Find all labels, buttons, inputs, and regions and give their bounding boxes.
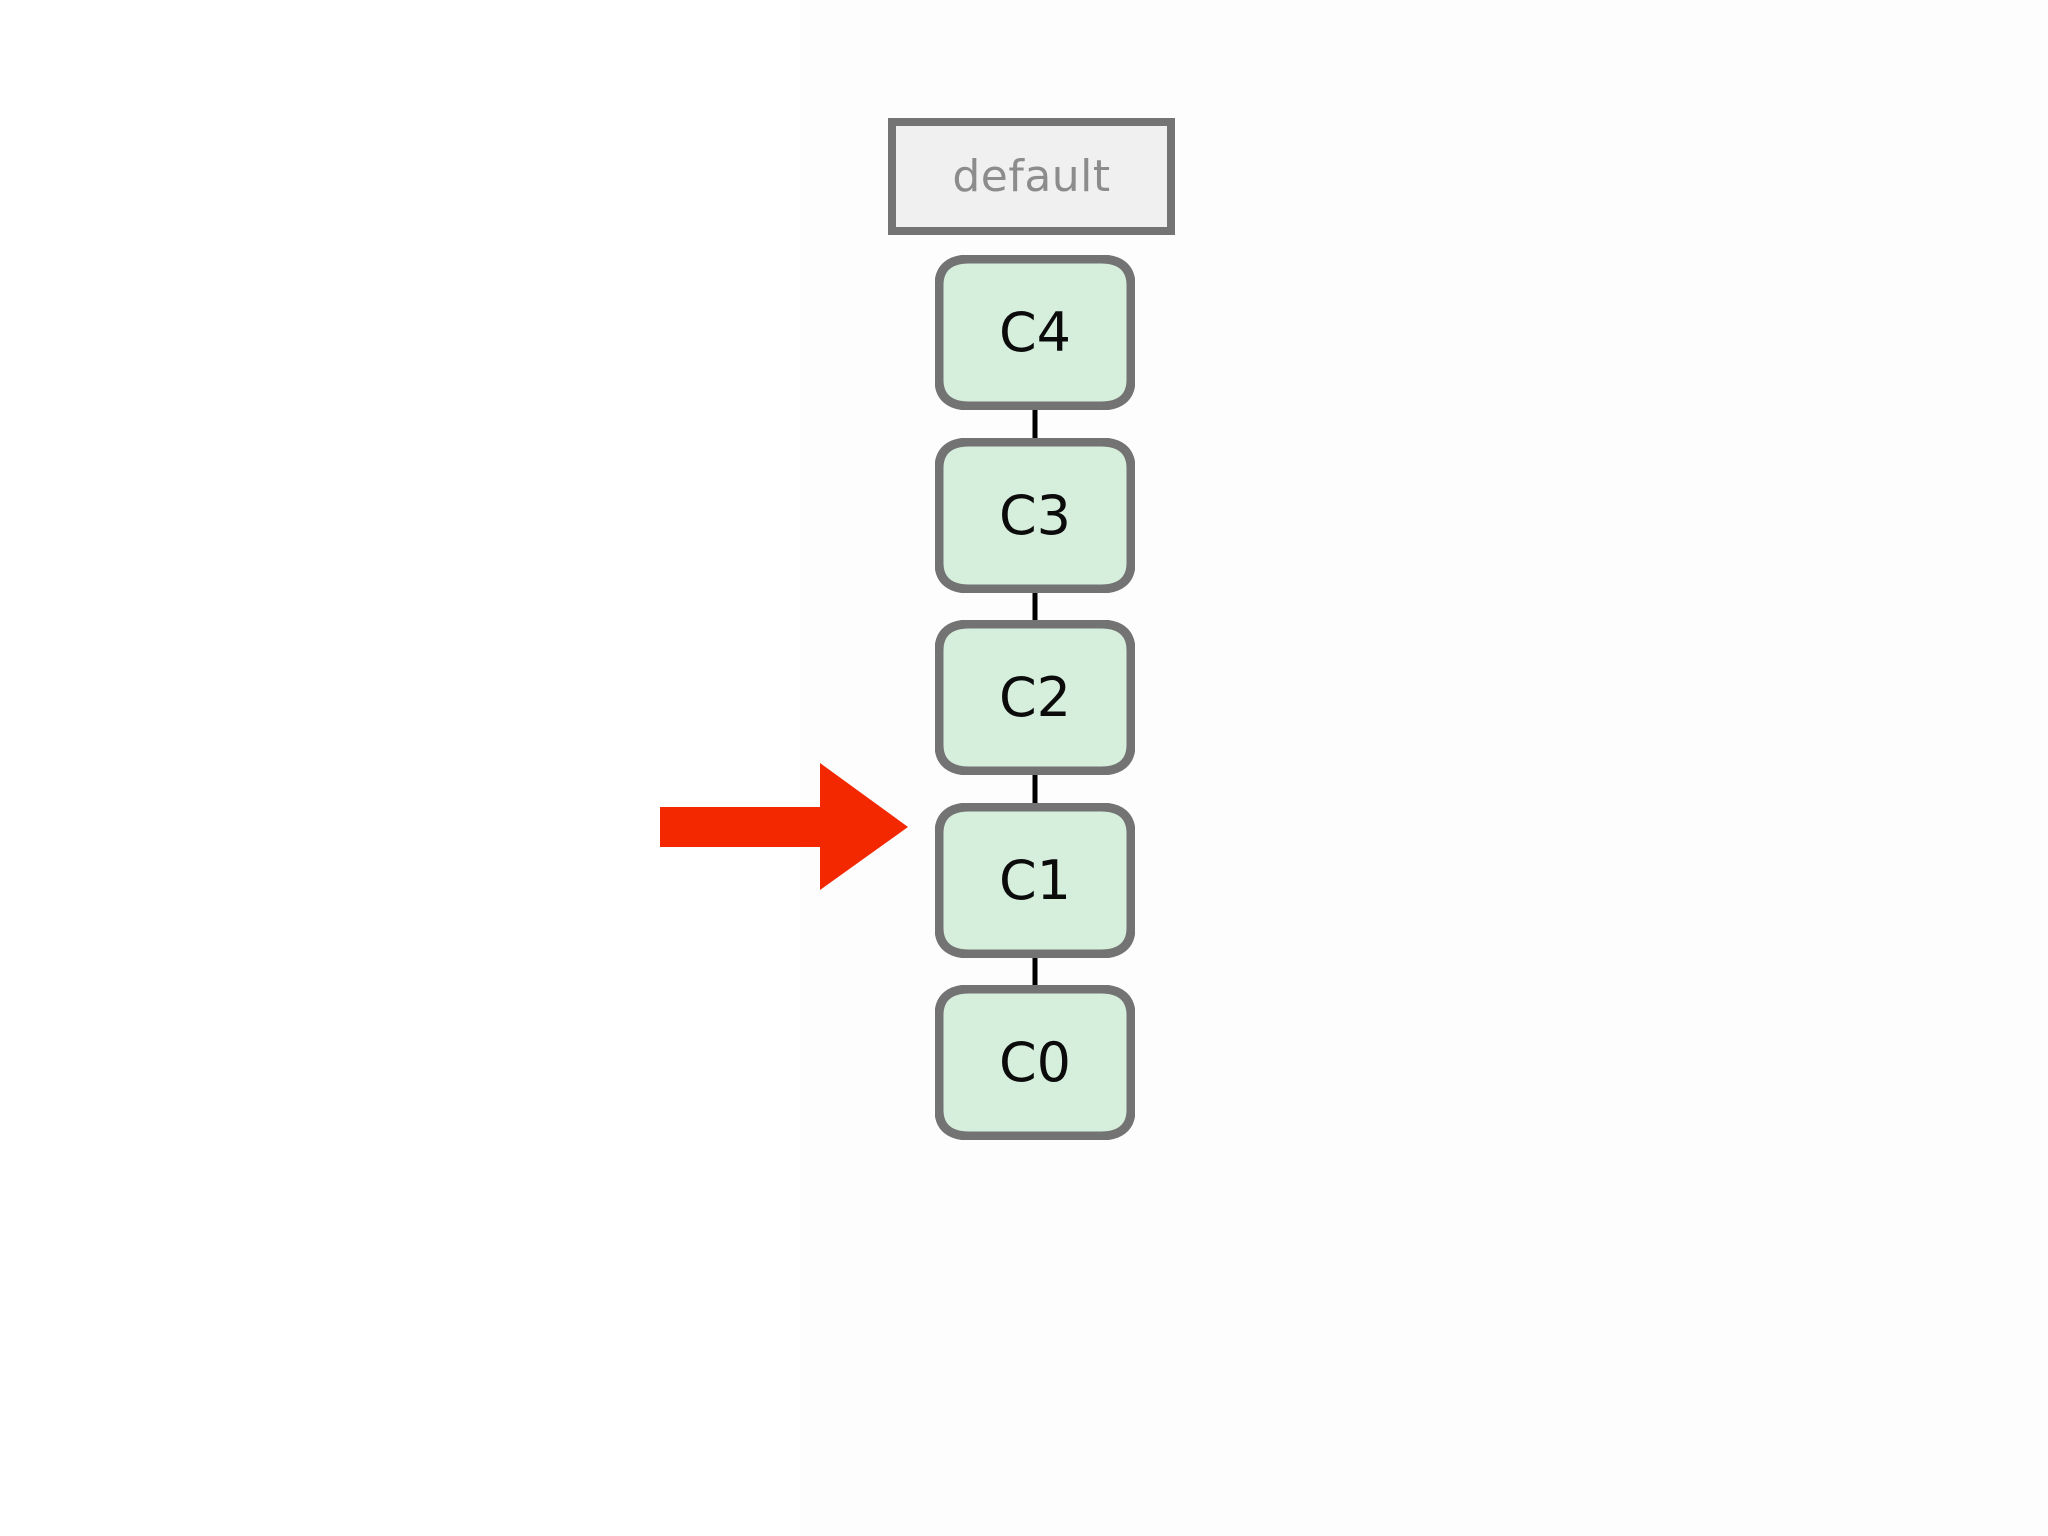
commit-node-c0[interactable]: C0 [935,985,1135,1140]
branch-label-text: default [952,150,1111,202]
commit-node-c4[interactable]: C4 [935,255,1135,410]
commit-node-c2[interactable]: C2 [935,620,1135,775]
red-pointer-arrow-icon [660,755,908,895]
commit-node-c3[interactable]: C3 [935,438,1135,593]
branch-label-default[interactable]: default [888,118,1175,235]
commit-node-c1[interactable]: C1 [935,803,1135,958]
